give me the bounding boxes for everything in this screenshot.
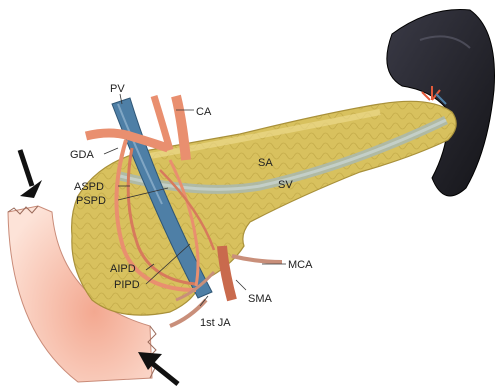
label-mca: MCA — [288, 259, 313, 271]
label-aipd: AIPD — [110, 263, 136, 275]
pointer-arrow-top — [20, 150, 42, 198]
label-sa: SA — [258, 157, 273, 169]
label-pspd: PSPD — [76, 195, 106, 207]
label-aspd: ASPD — [74, 181, 104, 193]
label-gda: GDA — [70, 149, 95, 161]
label-pv: PV — [110, 83, 125, 95]
label-ca: CA — [196, 106, 212, 118]
label-pipd: PIPD — [114, 279, 140, 291]
label-first-ja: 1st JA — [200, 317, 231, 329]
label-sma: SMA — [248, 293, 273, 305]
label-sv: SV — [278, 179, 293, 191]
